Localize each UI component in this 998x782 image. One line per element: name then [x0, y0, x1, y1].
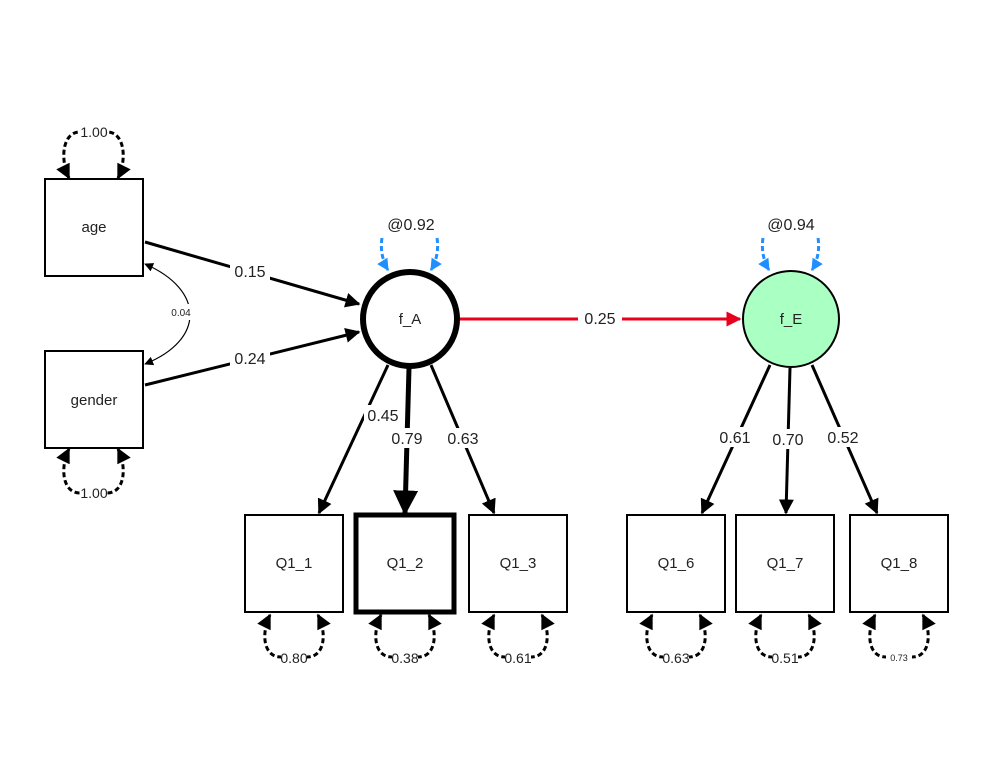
node-label-Q1_8: Q1_8 — [881, 555, 918, 572]
variance-label-fE: @0.94 — [767, 217, 814, 234]
node-label-Q1_7: Q1_7 — [767, 555, 804, 572]
variance-label-fA: @0.92 — [387, 217, 434, 234]
path-gender-to-fA: 0.24 — [144, 327, 361, 387]
node-label-age: age — [81, 219, 106, 236]
path-label-gender-fA: 0.24 — [234, 351, 265, 368]
residual-label-Q1_2: 0.38 — [391, 650, 418, 666]
variance-loop-gender: 1.00 — [56, 447, 131, 501]
node-Q1_8: Q1_8 — [849, 514, 949, 613]
residual-loop-Q1_3: 0.61 — [481, 613, 555, 666]
node-gender: gender — [44, 350, 144, 449]
variance-label-gender: 1.00 — [80, 485, 107, 501]
residual-label-Q1_1: 0.80 — [280, 650, 307, 666]
path-label-fA-fE: 0.25 — [584, 311, 615, 328]
loading-fE-Q1_6: 0.61 — [700, 364, 772, 515]
variance-loop-fE: @0.94 — [758, 217, 823, 272]
node-Q1_1: Q1_1 — [244, 514, 344, 613]
residual-loop-Q1_1: 0.80 — [257, 613, 331, 666]
residual-loop-Q1_2: 0.38 — [368, 613, 442, 666]
loading-fE-Q1_8: 0.52 — [810, 364, 879, 515]
residual-loop-Q1_8: 0.73 — [862, 613, 936, 663]
node-Q1_7: Q1_7 — [735, 514, 835, 613]
node-Q1_6: Q1_6 — [626, 514, 726, 613]
residual-label-Q1_8: 0.73 — [890, 653, 908, 663]
loading-fA-Q1_3: 0.63 — [429, 364, 496, 515]
residual-label-Q1_6: 0.63 — [662, 650, 689, 666]
node-label-fE: f_E — [780, 311, 803, 328]
node-label-Q1_2: Q1_2 — [387, 555, 424, 572]
node-Q1_3: Q1_3 — [468, 514, 568, 613]
covariance-label: 0.04 — [171, 308, 191, 319]
node-age: age — [44, 178, 144, 277]
loading-label-Q1_2: 0.79 — [391, 431, 422, 448]
node-label-Q1_1: Q1_1 — [276, 555, 313, 572]
loading-label-Q1_1: 0.45 — [367, 408, 398, 425]
node-label-fA: f_A — [399, 311, 422, 328]
loading-label-Q1_7: 0.70 — [772, 432, 803, 449]
variance-label-age: 1.00 — [80, 124, 107, 140]
loading-fA-Q1_1: 0.45 — [317, 364, 402, 515]
residual-loop-Q1_6: 0.63 — [639, 613, 713, 666]
loading-fA-Q1_2: 0.79 — [388, 367, 426, 516]
node-label-Q1_3: Q1_3 — [500, 555, 537, 572]
residual-label-Q1_7: 0.51 — [771, 650, 798, 666]
node-Q1_2: Q1_2 — [353, 512, 457, 615]
loading-fE-Q1_7: 0.70 — [769, 367, 807, 515]
loading-label-Q1_6: 0.61 — [719, 430, 750, 447]
loading-label-Q1_3: 0.63 — [447, 431, 478, 448]
node-fA: f_A — [360, 269, 460, 369]
node-label-Q1_6: Q1_6 — [658, 555, 695, 572]
residual-label-Q1_3: 0.61 — [504, 650, 531, 666]
node-fE: f_E — [742, 270, 840, 368]
path-fA-to-fE: 0.25 — [459, 308, 742, 330]
node-label-gender: gender — [71, 392, 118, 409]
variance-loop-fA: @0.92 — [377, 217, 442, 272]
path-label-age-fA: 0.15 — [234, 264, 265, 281]
covariance-age-gender: 0.04 — [144, 263, 196, 366]
loading-label-Q1_8: 0.52 — [827, 430, 858, 447]
path-age-to-fA: 0.15 — [144, 240, 361, 308]
residual-loop-Q1_7: 0.51 — [748, 613, 822, 666]
variance-loop-age: 1.00 — [56, 124, 131, 180]
